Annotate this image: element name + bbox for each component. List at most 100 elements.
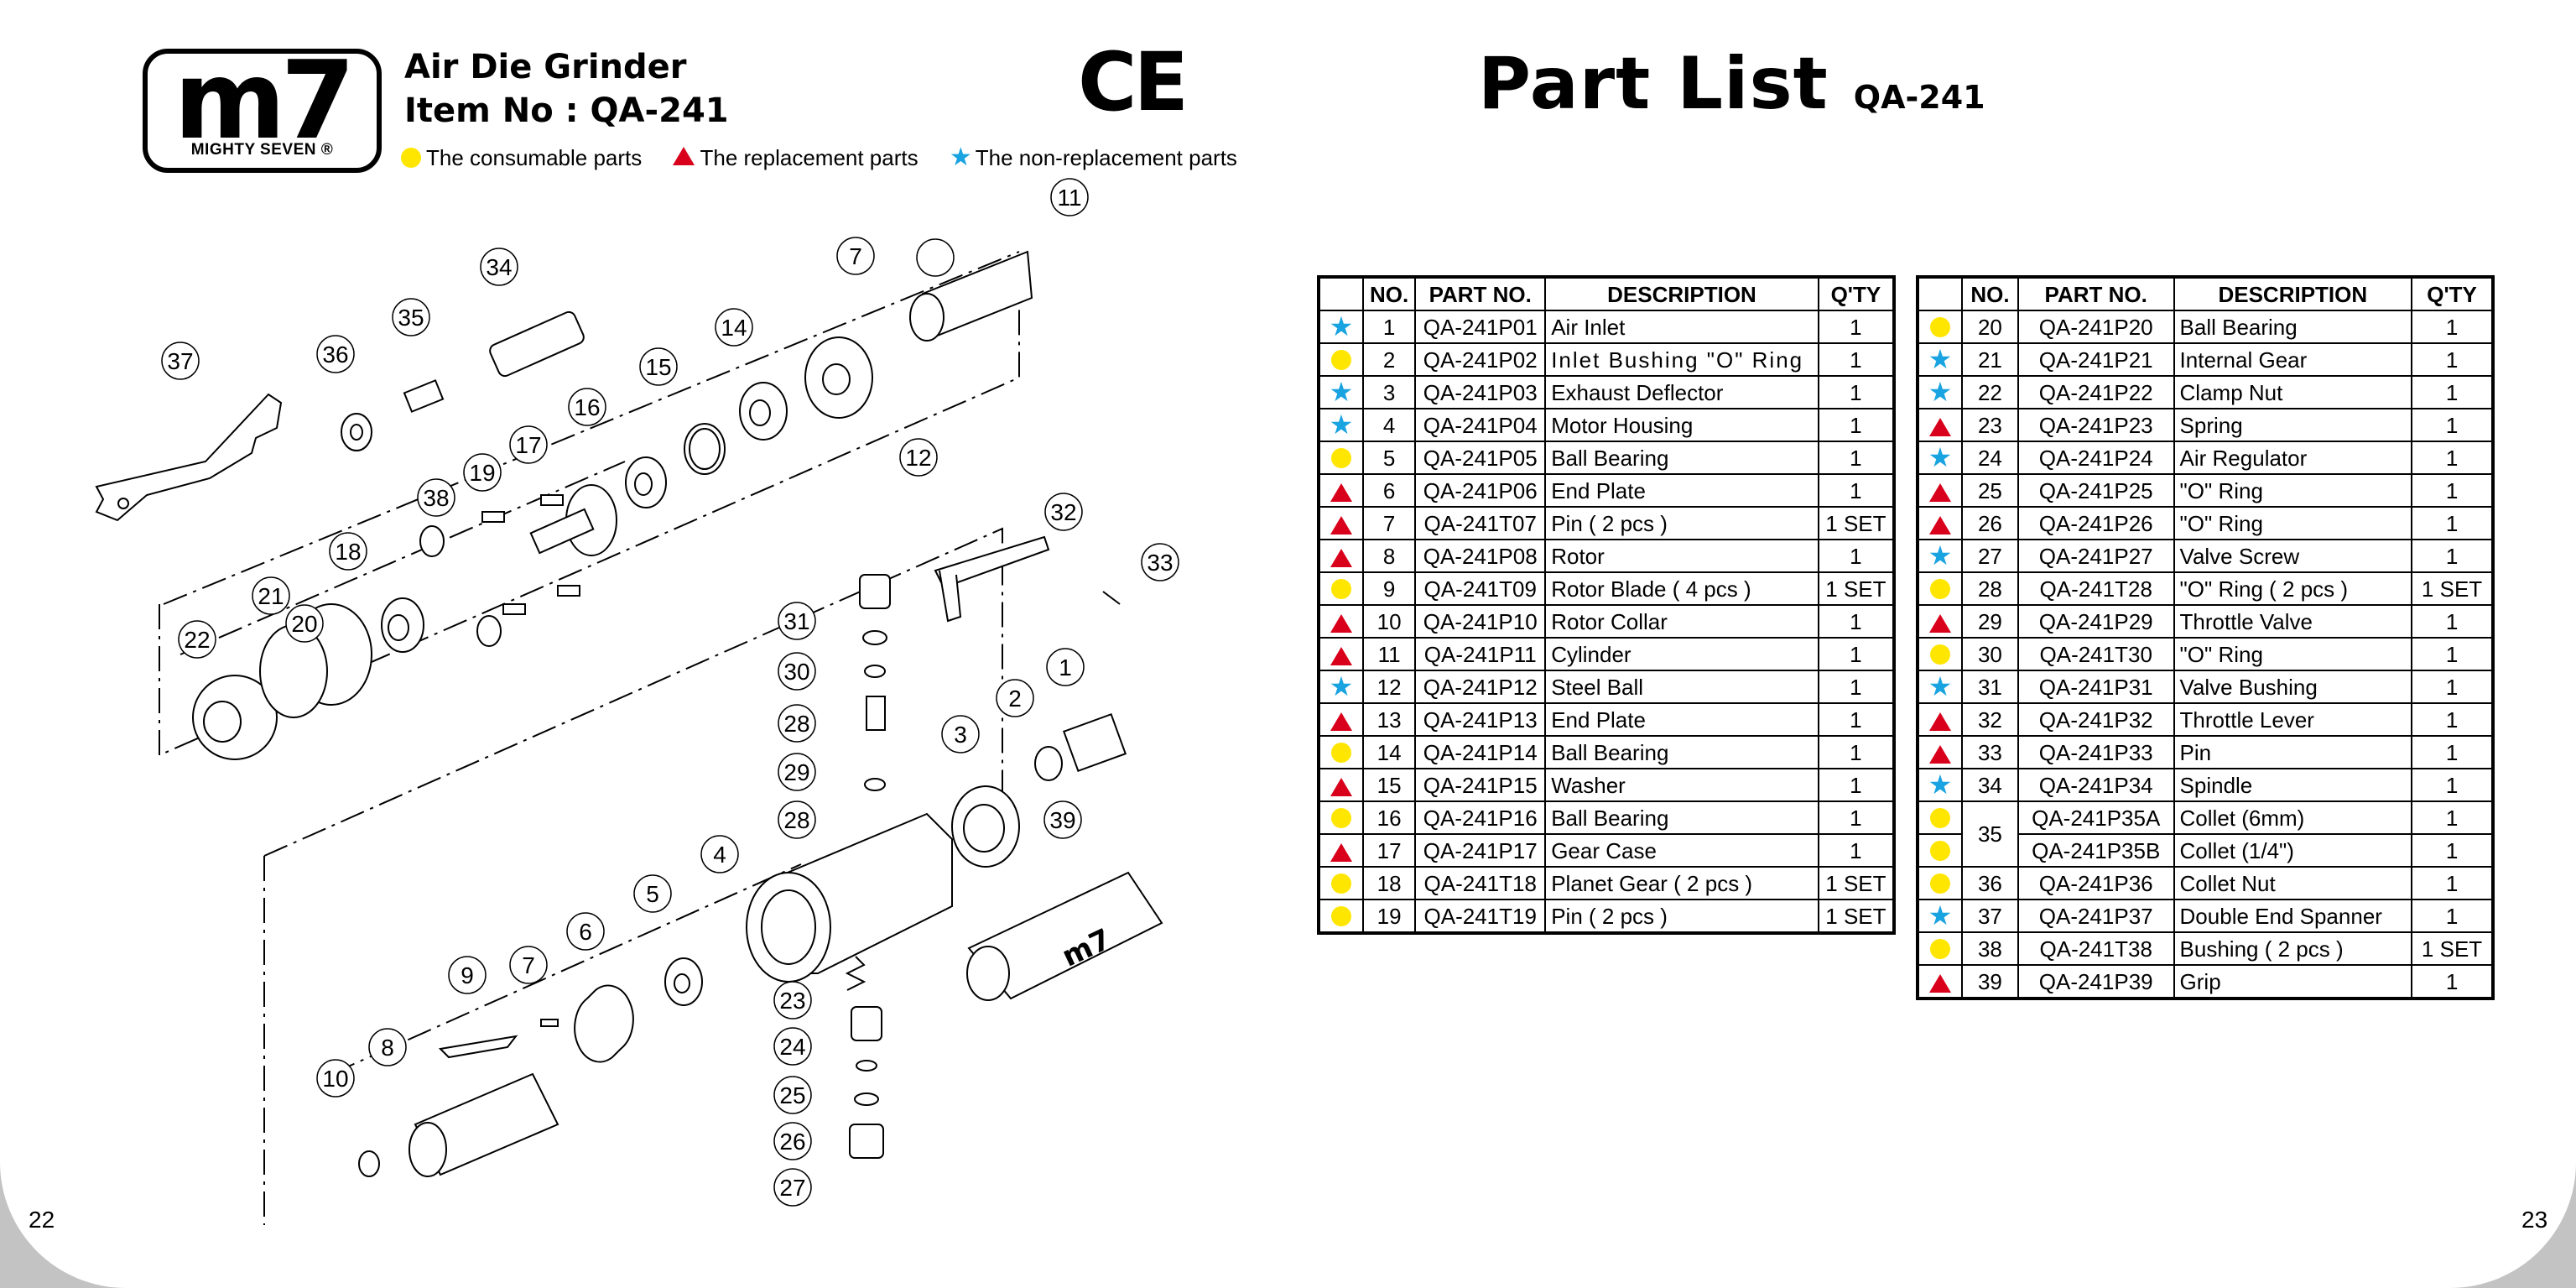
part-type-cell — [1318, 899, 1364, 934]
description-cell: Rotor Collar — [1544, 604, 1819, 639]
part-type-cell: ★ — [1917, 768, 1963, 802]
quantity-cell: 1 SET — [1817, 866, 1896, 900]
part-code-cell: QA-241T09 — [1414, 571, 1547, 606]
description-cell: "O" Ring — [2173, 637, 2413, 671]
ce-mark: CE — [1078, 35, 1189, 129]
part-number-cell: 27 — [1961, 539, 2019, 573]
table-header-row: NO. PART NO. DESCRIPTION Q'TY — [1318, 276, 1896, 311]
description-cell: Collet (1/4") — [2173, 833, 2413, 868]
part-type-cell — [1318, 473, 1364, 508]
part-number-cell: 23 — [1961, 408, 2019, 442]
callout-9: 9 — [461, 962, 474, 988]
consumable-dot-icon — [1930, 938, 1950, 959]
part-number-cell: 33 — [1961, 735, 2019, 769]
part-type-cell — [1917, 866, 1963, 900]
quantity-cell: 1 — [1817, 637, 1896, 671]
quantity-cell: 1 — [2411, 800, 2494, 835]
quantity-cell: 1 — [2411, 768, 2494, 802]
quantity-cell: 1 — [2411, 473, 2494, 508]
quantity-cell: 1 — [1817, 604, 1896, 639]
description-cell: Valve Bushing — [2173, 670, 2413, 704]
part-type-cell — [1318, 342, 1364, 377]
part-type-cell — [1318, 833, 1364, 868]
part-number-cell: 32 — [1961, 702, 2019, 737]
consumable-dot-icon — [1930, 840, 1950, 861]
col-part-no: PART NO. — [1414, 276, 1547, 311]
part-list-model: QA-241 — [1853, 79, 1985, 116]
non-replacement-star-icon: ★ — [1928, 900, 1953, 931]
part-type-cell: ★ — [1917, 539, 1963, 573]
part-code-cell: QA-241P25 — [2017, 473, 2175, 508]
quantity-cell: 1 — [2411, 408, 2494, 442]
part-type-cell — [1917, 833, 1963, 868]
callout-20: 20 — [291, 611, 317, 637]
legend-consumable: The consumable parts — [426, 145, 643, 170]
part-number-cell: 12 — [1361, 670, 1417, 704]
callout-22: 22 — [184, 627, 210, 653]
replacement-triangle-icon — [1929, 973, 1951, 993]
part-type-cell — [1917, 310, 1963, 344]
non-replacement-star-icon: ★ — [1928, 540, 1953, 571]
callout-30: 30 — [783, 659, 809, 685]
part-code-cell: QA-241T30 — [2017, 637, 2175, 671]
quantity-cell: 1 — [2411, 735, 2494, 769]
part-number-cell: 35 — [1961, 800, 2019, 868]
callout-12: 12 — [905, 445, 931, 471]
part-type-cell — [1318, 866, 1364, 900]
quantity-cell: 1 — [2411, 637, 2494, 671]
replacement-triangle-icon — [1929, 712, 1951, 731]
replacement-triangle-icon — [1330, 548, 1352, 567]
part-type-cell — [1318, 800, 1364, 835]
part-code-cell: QA-241P39 — [2017, 964, 2175, 999]
part-type-cell: ★ — [1318, 310, 1364, 344]
description-cell: Motor Housing — [1544, 408, 1819, 442]
part-number-cell: 28 — [1961, 571, 2019, 606]
description-cell: Washer — [1544, 768, 1819, 802]
part-type-cell — [1917, 604, 1963, 639]
description-cell: Ball Bearing — [1544, 800, 1819, 835]
consumable-dot-icon — [1930, 578, 1950, 599]
callout-25: 25 — [779, 1082, 805, 1108]
part-type-cell — [1318, 506, 1364, 540]
part-type-cell — [1917, 473, 1963, 508]
non-replacement-star-icon: ★ — [1329, 310, 1354, 342]
callout-35: 35 — [398, 305, 424, 331]
part-code-cell: QA-241P34 — [2017, 768, 2175, 802]
part-number-cell: 26 — [1961, 506, 2019, 540]
part-type-cell — [1318, 735, 1364, 769]
callout-10: 10 — [322, 1066, 348, 1092]
callout-7a: 7 — [849, 243, 862, 269]
legend-replacement: The replacement parts — [700, 145, 919, 170]
description-cell: End Plate — [1544, 702, 1819, 737]
part-code-cell: QA-241P22 — [2017, 375, 2175, 409]
col-part-no: PART NO. — [2017, 276, 2175, 311]
quantity-cell: 1 — [2411, 670, 2494, 704]
parts-legend: The consumable parts The replacement par… — [401, 143, 1237, 172]
callout-28b: 28 — [783, 807, 809, 833]
quantity-cell: 1 — [1817, 375, 1896, 409]
product-title: Air Die Grinder Item No : QA-241 — [404, 45, 729, 133]
callout-2: 2 — [1008, 686, 1022, 712]
part-number-cell: 3 — [1361, 375, 1417, 409]
part-code-cell: QA-241T07 — [1414, 506, 1547, 540]
callout-33: 33 — [1147, 550, 1173, 576]
part-code-cell: QA-241P17 — [1414, 833, 1547, 868]
